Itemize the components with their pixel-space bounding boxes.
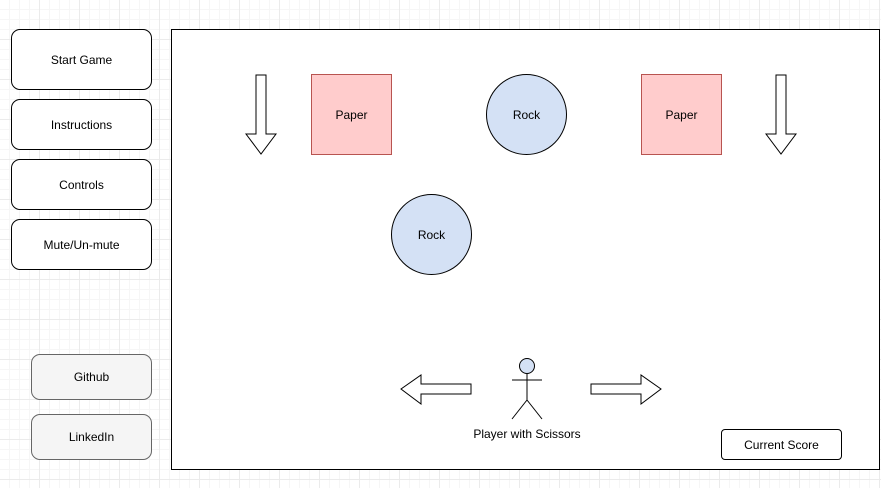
current-score-label: Current Score [744,437,819,452]
rock-label: Rock [417,227,446,242]
paper-label: Paper [665,107,698,122]
current-score-box: Current Score [721,429,842,460]
rock-ball-top: Rock [486,74,567,155]
paper-block-left: Paper [311,74,392,155]
controls-button[interactable]: Controls [11,159,152,210]
left-arrow-icon [400,374,472,405]
start-game-button[interactable]: Start Game [11,29,152,90]
github-button[interactable]: Github [31,354,152,400]
down-arrow-left-icon [245,74,277,155]
linkedin-button[interactable]: LinkedIn [31,414,152,460]
instructions-button[interactable]: Instructions [11,99,152,150]
mute-button[interactable]: Mute/Un-mute [11,219,152,270]
player-stick-figure-icon [511,358,543,420]
player-label: Player with Scissors [473,427,581,441]
paper-label: Paper [335,107,368,122]
down-arrow-right-icon [765,74,797,155]
paper-block-right: Paper [641,74,722,155]
rock-ball-lower: Rock [391,194,472,275]
rock-label: Rock [512,107,541,122]
right-arrow-icon [590,374,662,405]
